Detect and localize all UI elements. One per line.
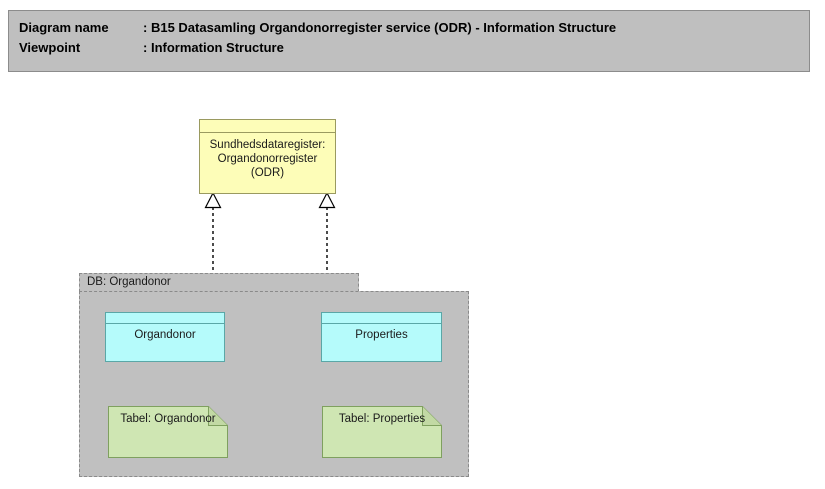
group-tab-label: DB: Organdonor (87, 276, 171, 288)
node-label: Tabel: Properties (338, 413, 426, 425)
node-tabel-properties[interactable]: Tabel: Properties (322, 406, 442, 458)
note-body (322, 406, 442, 458)
header-diagram-name-separator: : (143, 20, 151, 35)
node-organdonor[interactable]: Organdonor (105, 312, 225, 362)
note-shape (322, 406, 442, 458)
node-sundhedsdataregister-odr[interactable]: Sundhedsdataregister: Organdonorregister… (199, 119, 336, 194)
node-label: Tabel: Organdonor (120, 413, 216, 425)
node-label-line-1: Sundhedsdataregister: (209, 139, 326, 151)
node-label-line-3: (ODR) (250, 167, 285, 179)
group-tab: DB: Organdonor (79, 273, 359, 292)
header-diagram-name-row: Diagram name: B15 Datasamling Organdonor… (19, 20, 616, 35)
note-body (108, 406, 228, 458)
node-properties[interactable]: Properties (321, 312, 442, 362)
node-label: Organdonor (134, 329, 196, 341)
note-shape (108, 406, 228, 458)
note-folded-corner (422, 406, 442, 426)
node-label-line-2: Organdonorregister (217, 153, 318, 165)
header-viewpoint-value: Information Structure (150, 40, 284, 55)
header-diagram-name-label: Diagram name (19, 20, 109, 35)
node-label: Properties (355, 329, 408, 341)
node-title-band (200, 120, 335, 133)
node-label: Sundhedsdataregister: Organdonorregister… (204, 138, 331, 180)
diagram-header-box: Diagram name: B15 Datasamling Organdonor… (8, 10, 810, 72)
header-diagram-name-value: B15 Datasamling Organdonorregister servi… (150, 20, 617, 35)
header-viewpoint-label: Viewpoint (19, 40, 81, 55)
header-viewpoint-row: Viewpoint: Information Structure (19, 40, 284, 55)
node-title-band (322, 313, 441, 324)
hollow-triangle-arrowhead (204, 191, 222, 209)
node-tabel-organdonor[interactable]: Tabel: Organdonor (108, 406, 228, 458)
header-viewpoint-separator: : (143, 40, 151, 55)
node-title-band (106, 313, 224, 324)
note-folded-corner (208, 406, 228, 426)
hollow-triangle-arrowhead (318, 191, 336, 209)
